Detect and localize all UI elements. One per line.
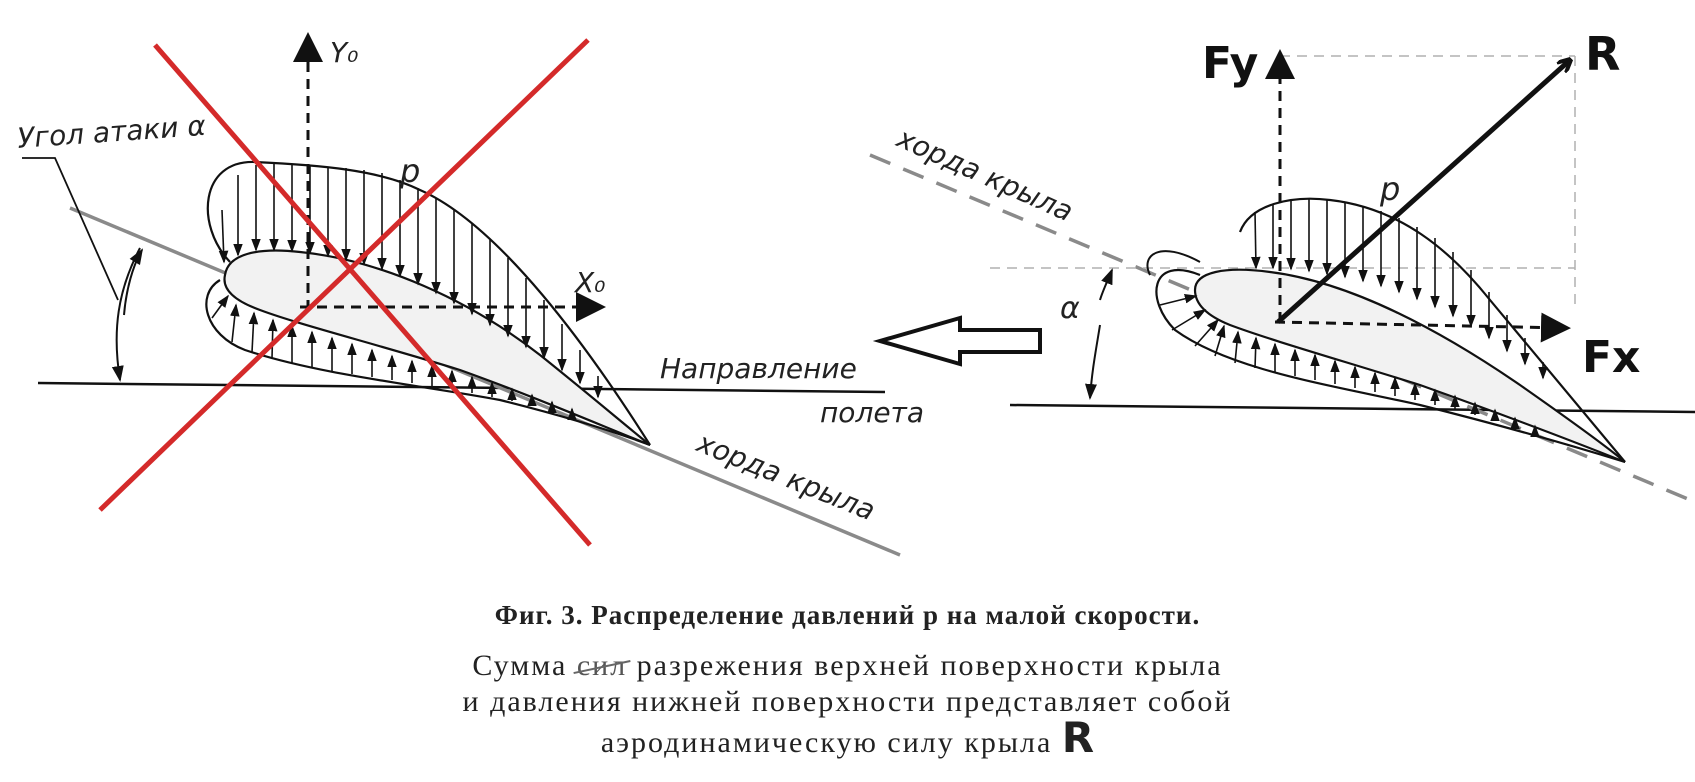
- right-upper-pressure-arrows: [1251, 199, 1548, 380]
- caption-body: Сумма сил разрежения верхней поверхности…: [0, 648, 1695, 761]
- caption-line-1: Сумма сил разрежения верхней поверхности…: [0, 648, 1695, 684]
- left-y-axis-label: Y₀: [330, 36, 358, 69]
- left-angle-leader: [22, 157, 119, 301]
- left-lower-envelope: [205, 279, 651, 447]
- caption-line-3-text: аэродинамическую силу крыла: [600, 726, 1053, 759]
- left-lower-pressure-arrows: [211, 294, 577, 421]
- right-upper-envelope: [1238, 197, 1626, 463]
- right-fx-axis: [1274, 312, 1571, 343]
- caption-line-1-end: разрежения верхней поверхности крыла: [636, 649, 1223, 682]
- right-alpha-arc-down: [1085, 324, 1101, 400]
- right-flight-line: [1009, 403, 1695, 414]
- caption-title: Фиг. 3. Распределение давлений p на мало…: [494, 600, 1201, 630]
- caption-line-1-start: Сумма: [472, 649, 568, 682]
- caption-line-3: аэродинамическую силу крыла R: [0, 717, 1695, 761]
- right-r-vector: [1276, 60, 1570, 324]
- right-fy-label: Fy: [1202, 38, 1258, 89]
- red-cross-line-1: [153, 43, 592, 547]
- right-figure: Fy R Fx α p хорда крыла: [869, 27, 1695, 504]
- left-x-axis-label: X₀: [573, 266, 605, 299]
- caption-r-symbol: R: [1061, 713, 1095, 762]
- left-pressure-label: p: [399, 152, 420, 190]
- red-cross-line-2: [98, 38, 590, 512]
- caption-struck-word: сил: [576, 649, 628, 682]
- left-upper-envelope: [206, 160, 651, 446]
- left-angle-label: Угол атаки α: [16, 109, 207, 155]
- right-leading-bubble: [1146, 250, 1201, 276]
- right-airfoil: [1193, 268, 1626, 464]
- right-alpha-label: α: [1060, 291, 1080, 326]
- left-direction-label-line2: полета: [820, 396, 924, 429]
- left-chord-line: [69, 206, 901, 557]
- left-direction-label-line1: Направление: [660, 352, 857, 385]
- right-pressure-label: p: [1379, 170, 1400, 208]
- left-figure: Y₀ X₀ p Угол атаки α Направление полета …: [16, 32, 924, 557]
- left-angle-arc: [111, 247, 141, 382]
- left-chord-label: хорда крыла: [691, 426, 879, 528]
- right-lower-pressure-arrows: [1159, 294, 1540, 438]
- caption-line-2: и давления нижней поверхности представля…: [462, 685, 1233, 718]
- left-flight-line: [37, 381, 886, 394]
- right-alpha-arc-up: [1099, 268, 1113, 301]
- right-r-label: R: [1585, 27, 1620, 81]
- hollow-arrow: [872, 315, 1042, 367]
- right-fx-label: Fx: [1582, 332, 1640, 383]
- left-angle-arc-top: [123, 248, 144, 316]
- left-upper-pressure-arrows: [218, 164, 603, 399]
